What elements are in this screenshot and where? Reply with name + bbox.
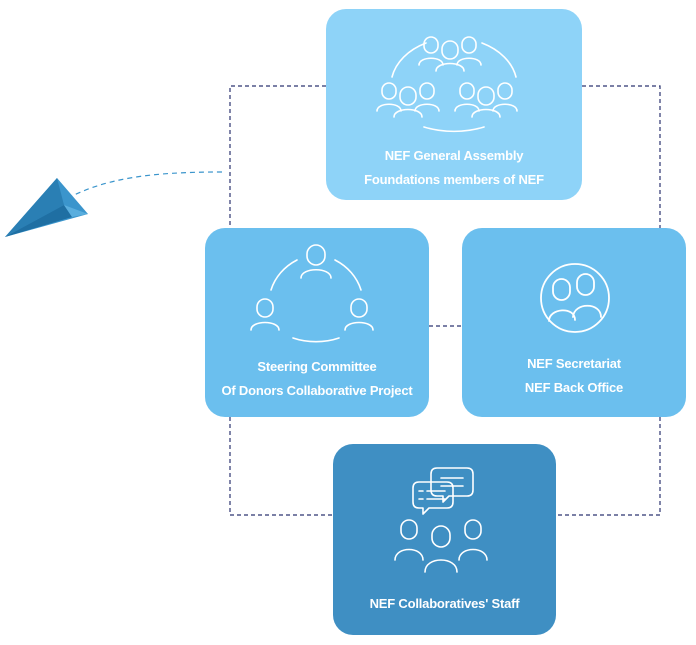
node-label: NEF Collaboratives' Staff <box>333 592 556 616</box>
node-title: NEF Collaboratives' Staff <box>369 596 520 611</box>
node-subtitle: Of Donors Collaborative Project <box>221 383 413 398</box>
two-people-icon <box>540 263 610 333</box>
node-title: Steering Committee <box>257 359 377 374</box>
group-assembly-icon <box>376 36 518 133</box>
node-subtitle: NEF Back Office <box>524 380 624 395</box>
connector-left-top <box>229 85 326 228</box>
node-label: NEF Secretariat NEF Back Office <box>462 352 686 400</box>
paper-plane-icon <box>5 178 88 237</box>
plane-trail <box>63 171 223 201</box>
connector-left-bottom <box>229 417 333 516</box>
node-steering-committee: Steering Committee Of Donors Collaborati… <box>205 228 429 417</box>
connector-right-bottom <box>556 417 661 516</box>
connector-right-top <box>582 85 661 228</box>
node-title: NEF Secretariat <box>527 356 621 371</box>
node-label: Steering Committee Of Donors Collaborati… <box>205 355 429 403</box>
node-title: NEF General Assembly <box>384 148 524 163</box>
node-general-assembly: NEF General Assembly Foundations members… <box>326 9 582 200</box>
team-chat-icon <box>394 467 488 573</box>
chat-bubble-front <box>412 481 454 515</box>
node-secretariat: NEF Secretariat NEF Back Office <box>462 228 686 417</box>
node-collaboratives-staff: NEF Collaboratives' Staff <box>333 444 556 635</box>
chat-bubble-back <box>430 467 474 503</box>
node-label: NEF General Assembly Foundations members… <box>326 144 582 192</box>
node-subtitle: Foundations members of NEF <box>364 172 544 187</box>
committee-circle-icon <box>250 244 374 343</box>
